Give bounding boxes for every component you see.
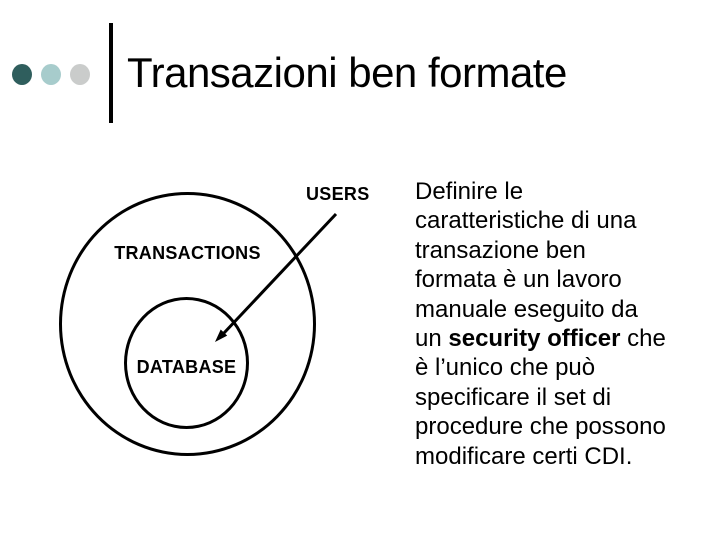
users-label: USERS xyxy=(306,184,370,204)
body-text-line: è l’unico che può xyxy=(415,354,596,382)
body-text-line: formata è un lavoro xyxy=(415,266,622,294)
body-text-line: procedure che possono xyxy=(415,413,666,441)
gray-dot xyxy=(70,64,90,85)
title-divider-rule xyxy=(109,23,113,123)
body-text-line: specificare il set di xyxy=(415,383,612,411)
body-text-line: transazione ben xyxy=(415,236,586,264)
slide-title: Transazioni ben formate xyxy=(127,49,567,96)
body-text-line: un security officer che xyxy=(415,325,666,353)
database-circle xyxy=(124,297,249,429)
dark-teal-dot xyxy=(12,64,32,85)
body-text-line: modificare certi CDI. xyxy=(415,442,633,470)
body-text-line: manuale eseguito da xyxy=(415,295,638,323)
light-teal-dot xyxy=(41,64,61,85)
body-text-line: Definire le xyxy=(415,178,524,205)
database-label: DATABASE xyxy=(136,357,237,377)
transactions-label: TRANSACTIONS xyxy=(114,243,261,263)
body-text-line: caratteristiche di una xyxy=(415,207,637,235)
